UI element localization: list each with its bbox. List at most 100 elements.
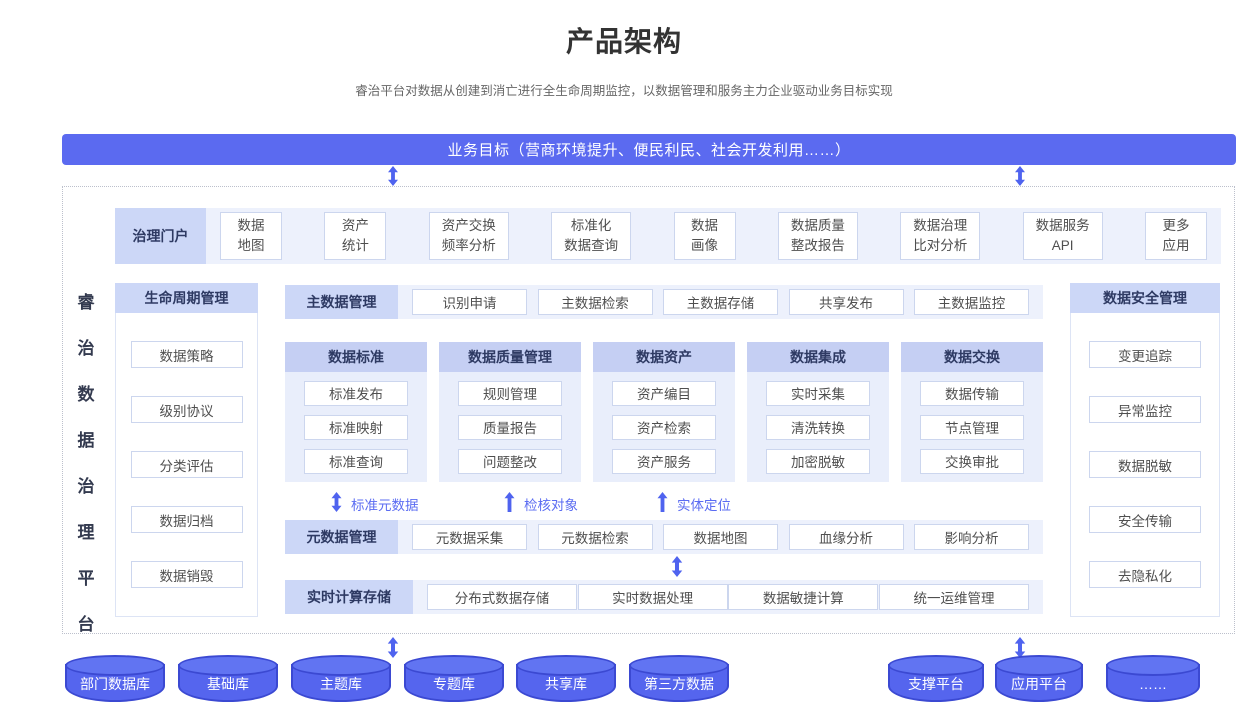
database-label: 主题库 — [320, 676, 362, 692]
database-label: 共享库 — [545, 676, 587, 692]
database-label: 应用平台 — [1011, 676, 1067, 692]
database-cylinder: 基础库 — [178, 655, 278, 702]
database-label: 专题库 — [433, 676, 475, 692]
portal-item-line: 数据 — [237, 218, 265, 234]
master-data-items: 识别申请 主数据检索 主数据存储 共享发布 主数据监控 — [398, 285, 1043, 319]
metadata-items: 元数据采集 元数据检索 数据地图 血缘分析 影响分析 — [398, 520, 1043, 554]
grid-column-header: 数据质量管理 — [439, 342, 581, 372]
updown-arrow-icon — [1013, 166, 1027, 186]
metadata-item: 影响分析 — [914, 524, 1029, 550]
portal-items: 数据地图 资产统计 资产交换频率分析 标准化数据查询 数据画像 数据质量整改报告… — [206, 208, 1221, 264]
grid-column-body: 资产编目 资产检索 资产服务 — [593, 372, 735, 482]
portal-item-line: 更多 — [1162, 218, 1190, 234]
portal-item-line: 数据 — [691, 218, 718, 234]
platform-cylinder: …… — [1106, 655, 1200, 702]
grid-item: 数据传输 — [920, 380, 1024, 406]
grid-column-data-quality: 数据质量管理 规则管理 质量报告 问题整改 — [439, 342, 581, 482]
realtime-item: 分布式数据存储 — [427, 584, 577, 610]
updown-arrow-icon — [1013, 637, 1027, 658]
grid-item: 资产服务 — [612, 448, 716, 474]
database-label: 部门数据库 — [80, 676, 150, 692]
grid-item: 清洗转换 — [766, 414, 870, 440]
realtime-item: 统一运维管理 — [878, 584, 1029, 610]
grid-item: 资产编目 — [612, 380, 716, 406]
database-cylinder: 专题库 — [404, 655, 504, 702]
capability-grid: 数据标准 标准发布 标准映射 标准查询 数据质量管理 规则管理 质量报告 问题整… — [285, 342, 1043, 482]
security-body: 变更追踪 异常监控 数据脱敏 安全传输 去隐私化 — [1070, 313, 1220, 617]
metadata-header: 元数据管理 — [285, 520, 398, 554]
up-arrow-icon — [503, 491, 516, 517]
page-subtitle: 睿治平台对数据从创建到消亡进行全生命周期监控，以数据管理和服务主力企业驱动业务目… — [355, 84, 893, 98]
grid-column-data-asset: 数据资产 资产编目 资产检索 资产服务 — [593, 342, 735, 482]
security-item: 异常监控 — [1089, 396, 1201, 423]
lifecycle-item: 级别协议 — [130, 396, 243, 423]
connector-label: 检核对象 — [524, 498, 578, 513]
grid-item: 标准查询 — [304, 448, 408, 474]
portal-item: 数据治理比对分析 — [900, 212, 981, 260]
grid-item: 问题整改 — [458, 448, 562, 474]
grid-item: 标准发布 — [304, 380, 408, 406]
portal-item: 资产交换频率分析 — [428, 212, 509, 260]
platform-name-vertical: 睿 治 数 据 治 理 平 台 — [72, 288, 100, 635]
lifecycle-panel: 生命周期管理 数据策略 级别协议 分类评估 数据归档 数据销毁 — [115, 283, 258, 617]
database-cylinder: 主题库 — [291, 655, 391, 702]
platform-boundary — [62, 186, 1235, 634]
realtime-header: 实时计算存储 — [285, 580, 413, 614]
security-item: 去隐私化 — [1089, 561, 1201, 588]
grid-item: 规则管理 — [458, 380, 562, 406]
page-title: 产品架构 — [565, 26, 682, 57]
realtime-items: 分布式数据存储 实时数据处理 数据敏捷计算 统一运维管理 — [413, 580, 1043, 614]
realtime-row: 实时计算存储 分布式数据存储 实时数据处理 数据敏捷计算 统一运维管理 — [285, 580, 1043, 614]
platform-name-char: 数 — [77, 385, 95, 404]
grid-column-data-standard: 数据标准 标准发布 标准映射 标准查询 — [285, 342, 427, 482]
database-cylinder: 共享库 — [516, 655, 616, 702]
updown-arrow-icon — [386, 166, 400, 186]
grid-item: 质量报告 — [458, 414, 562, 440]
metadata-item: 血缘分析 — [788, 524, 904, 550]
portal-header: 治理门户 — [115, 208, 206, 264]
lifecycle-header: 生命周期管理 — [115, 283, 258, 313]
lifecycle-item: 数据销毁 — [130, 561, 243, 588]
portal-item-line: 比对分析 — [913, 238, 968, 253]
master-data-item: 共享发布 — [788, 289, 904, 315]
portal-item-line: 标准化 — [570, 218, 612, 234]
grid-column-header: 数据交换 — [901, 342, 1043, 372]
platform-name-char: 睿 — [77, 293, 95, 312]
database-label: 基础库 — [207, 676, 249, 692]
grid-item: 资产检索 — [612, 414, 716, 440]
portal-item-line: 画像 — [691, 238, 718, 253]
database-cylinder: 第三方数据 — [629, 655, 729, 702]
connector-label: 标准元数据 — [351, 498, 419, 513]
lifecycle-item: 分类评估 — [130, 451, 243, 478]
lifecycle-item: 数据归档 — [130, 506, 243, 533]
portal-item-line: 资产交换 — [441, 218, 496, 234]
grid-column-header: 数据集成 — [747, 342, 889, 372]
portal-item: 标准化数据查询 — [551, 212, 632, 260]
lifecycle-body: 数据策略 级别协议 分类评估 数据归档 数据销毁 — [115, 313, 258, 617]
metadata-item: 元数据采集 — [412, 524, 527, 550]
platform-name-char: 治 — [77, 339, 95, 358]
grid-item: 标准映射 — [304, 414, 408, 440]
grid-column-data-integration: 数据集成 实时采集 清洗转换 加密脱敏 — [747, 342, 889, 482]
master-data-header: 主数据管理 — [285, 285, 398, 319]
grid-item: 节点管理 — [920, 414, 1024, 440]
realtime-item: 实时数据处理 — [577, 584, 728, 610]
portal-item: 数据质量整改报告 — [777, 212, 858, 260]
portal-item-line: 数据查询 — [564, 238, 619, 253]
portal-item-line: 数据服务 — [1035, 218, 1090, 234]
database-cylinder: 部门数据库 — [65, 655, 165, 702]
platform-name-char: 治 — [77, 477, 95, 496]
database-label: 第三方数据 — [644, 676, 714, 692]
portal-item-line: 数据质量 — [790, 218, 845, 234]
updown-arrow-icon — [330, 491, 343, 517]
security-panel: 数据安全管理 变更追踪 异常监控 数据脱敏 安全传输 去隐私化 — [1070, 283, 1220, 617]
master-data-item: 主数据检索 — [537, 289, 653, 315]
grid-column-body: 数据传输 节点管理 交换审批 — [901, 372, 1043, 482]
portal-item-line: API — [1051, 238, 1074, 253]
master-data-item: 识别申请 — [412, 289, 527, 315]
security-item: 安全传输 — [1089, 506, 1201, 533]
grid-column-body: 标准发布 标准映射 标准查询 — [285, 372, 427, 482]
lifecycle-item: 数据策略 — [130, 341, 243, 368]
security-header: 数据安全管理 — [1070, 283, 1220, 313]
